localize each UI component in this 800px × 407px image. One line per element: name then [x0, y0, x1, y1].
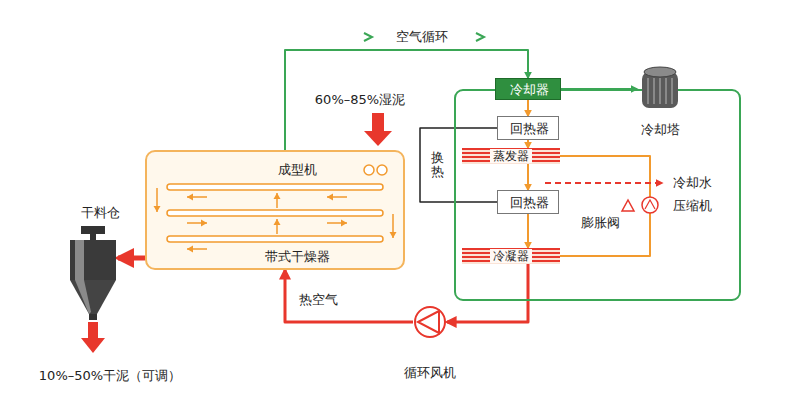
silo-highlight: [75, 240, 84, 280]
node-label: 回热器: [510, 121, 549, 137]
annotation-label: 压缩机: [671, 198, 714, 214]
flow-connector: [527, 140, 529, 148]
feed-arrow: [372, 113, 384, 131]
flow-connector: [285, 50, 528, 150]
tower-top: [644, 67, 676, 77]
circulation-fan: 循环风机: [413, 305, 447, 339]
node-label: 干料仓: [81, 205, 120, 221]
tower-rib: [671, 78, 673, 104]
cooler-box: 冷却器: [495, 78, 561, 100]
annotation-label: 10%–50%干泥（可调）: [37, 368, 183, 384]
feed-arrow-head: [364, 131, 392, 146]
belt-dryer-box: 成型机带式干燥器: [145, 150, 405, 270]
forming-roller: [377, 165, 387, 175]
silo-shaft: [90, 234, 96, 240]
fan-triangle: [418, 311, 439, 333]
node-label: 冷凝器: [490, 249, 532, 263]
compressor-symbol: [642, 197, 658, 213]
fan-icon: [413, 305, 447, 339]
flow-arrow-head: [341, 220, 347, 227]
expansion-valve-symbol: [622, 200, 634, 211]
node-label: 成型机: [278, 162, 317, 178]
regenerator-box: 回热器: [497, 190, 559, 214]
conveyor-belt: [167, 210, 383, 216]
flow-connector: [118, 256, 145, 261]
tower-rib: [659, 78, 661, 104]
silo-outlet: [89, 314, 97, 320]
edge-label: 热空气: [297, 292, 340, 308]
tower-rib: [665, 78, 667, 104]
edge-label: 换热: [431, 150, 444, 181]
silo-cone: [70, 280, 116, 314]
cooling-tower-icon: [637, 64, 683, 110]
tower-rib: [653, 78, 655, 104]
flow-connector: [420, 128, 497, 202]
flow-arrow-head: [390, 232, 397, 238]
flow-arrow-head: [274, 193, 281, 199]
silo-body: [70, 240, 116, 280]
flow-connector: [447, 264, 528, 322]
flow-connector: [527, 100, 529, 116]
evaporator-band: 蒸发器: [462, 148, 560, 164]
fan-casing: [415, 307, 445, 337]
flow-arrow-head: [154, 206, 161, 212]
node-label: 循环风机: [404, 365, 456, 381]
discharge-arrow: [88, 322, 98, 338]
condenser-band: 冷凝器: [462, 248, 560, 264]
conveyor-belt: [167, 184, 383, 190]
node-label: 蒸发器: [490, 149, 532, 163]
node-label: 带式干燥器: [265, 249, 330, 265]
flow-arrow-head: [187, 246, 193, 253]
flow-arrow-head: [187, 194, 193, 201]
flow-connector: [527, 164, 529, 190]
annotation-label: 60%–85%湿泥: [313, 92, 407, 108]
flow-chevron: [476, 33, 484, 41]
edge-label: 空气循环: [394, 29, 450, 45]
flow-arrow-head: [201, 220, 207, 227]
flow-connector: [527, 214, 529, 248]
node-label: 回热器: [510, 195, 549, 211]
discharge-arrow-head: [81, 338, 105, 353]
silo-cone-highlight: [75, 280, 91, 314]
flow-arrow-head: [274, 219, 281, 225]
tower-rib: [647, 78, 649, 104]
node-label: 冷却塔: [641, 122, 680, 138]
conveyor-belt: [167, 236, 383, 242]
silo-icon: [68, 226, 118, 320]
flow-connector: [285, 270, 413, 322]
flow-chevron: [364, 33, 372, 41]
flow-arrow-head: [327, 194, 333, 201]
flow-connector: [560, 156, 650, 256]
compressor-mark: [645, 200, 655, 209]
annotation-label: 冷却水: [671, 175, 714, 191]
forming-roller: [364, 165, 374, 175]
heat-pump-region: [455, 90, 740, 300]
cooling-water-line: [545, 182, 662, 184]
cooling-tower: 冷却塔: [637, 64, 683, 110]
node-label: 冷却器: [510, 82, 549, 98]
silo-motor: [81, 226, 105, 234]
annotation-label: 膨胀阀: [579, 215, 622, 231]
dry-material-silo: 干料仓: [68, 226, 118, 320]
regenerator-box: 回热器: [497, 116, 559, 140]
